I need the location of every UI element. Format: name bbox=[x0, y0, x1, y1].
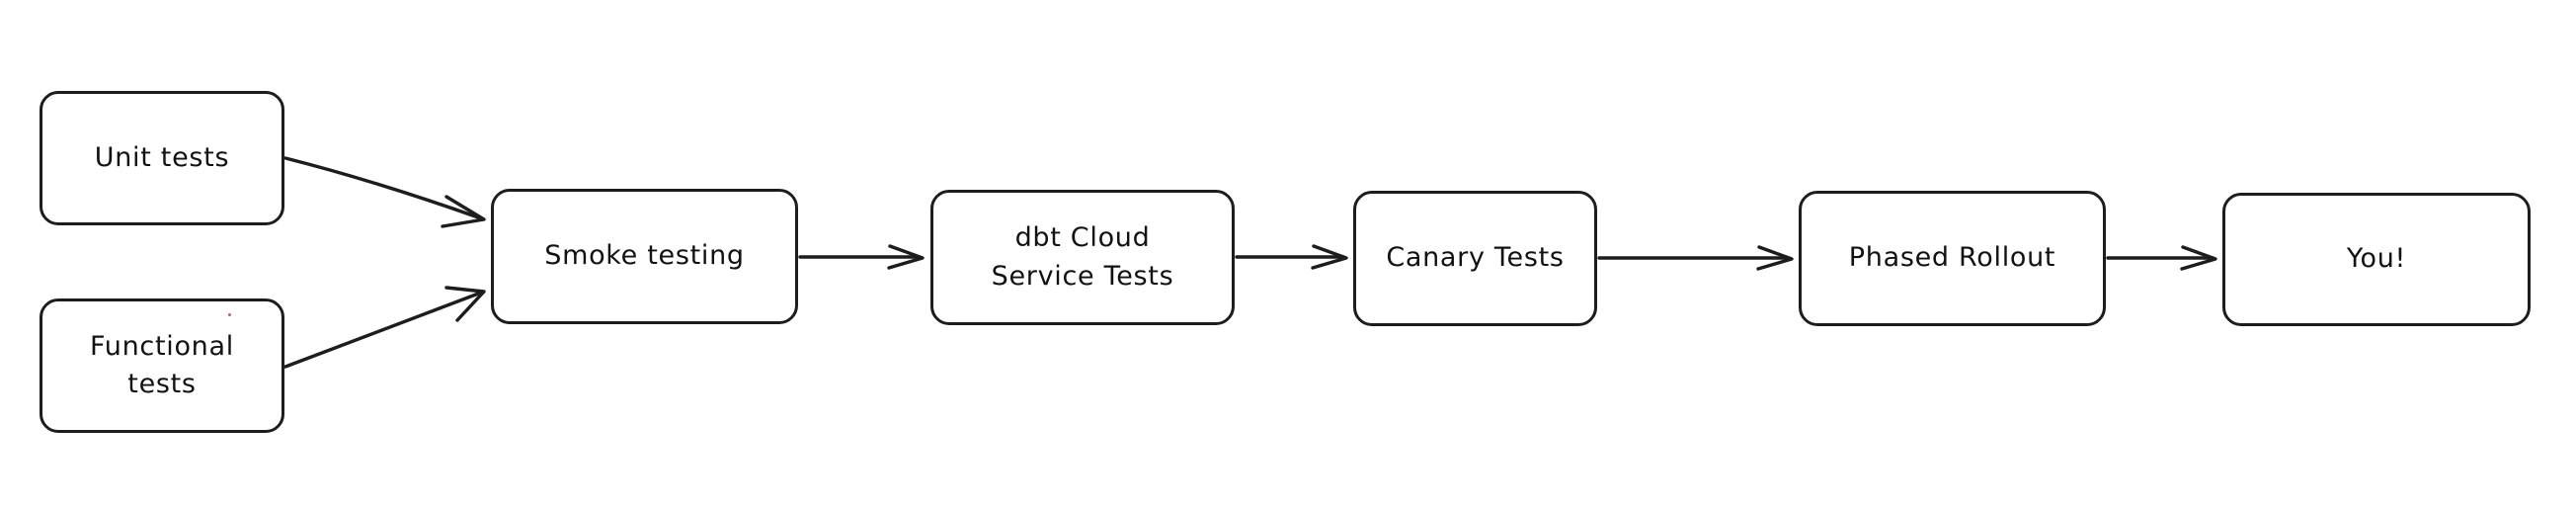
node-label-functional-tests: Functional tests bbox=[90, 330, 234, 399]
node-you[interactable]: You! bbox=[2222, 193, 2531, 326]
edge-canary-to-phased bbox=[1597, 245, 1794, 271]
node-label-you: You! bbox=[2346, 243, 2407, 275]
edge-phased-to-you bbox=[2106, 245, 2217, 271]
node-label-phased-rollout: Phased Rollout bbox=[1848, 242, 2056, 274]
edge-dbt-to-canary bbox=[1235, 244, 1348, 270]
node-canary-tests[interactable]: Canary Tests bbox=[1353, 191, 1597, 326]
node-label-canary-tests: Canary Tests bbox=[1386, 242, 1565, 274]
edge-functional-to-smoke bbox=[283, 286, 486, 369]
edge-unit-to-smoke bbox=[283, 156, 486, 228]
node-label-unit-tests: Unit tests bbox=[94, 141, 230, 173]
node-functional-tests[interactable]: Functional tests bbox=[40, 298, 284, 433]
node-dbt-cloud-service-tests[interactable]: dbt Cloud Service Tests bbox=[930, 190, 1235, 325]
node-unit-tests[interactable]: Unit tests bbox=[40, 91, 284, 225]
edge-smoke-to-dbt bbox=[798, 244, 925, 270]
node-phased-rollout[interactable]: Phased Rollout bbox=[1799, 191, 2106, 326]
node-label-dbt-cloud-service-tests: dbt Cloud Service Tests bbox=[991, 222, 1174, 292]
node-label-smoke-testing: Smoke testing bbox=[544, 240, 745, 272]
node-smoke-testing[interactable]: Smoke testing bbox=[491, 189, 798, 324]
stray-red-dot-artifact bbox=[228, 313, 231, 316]
